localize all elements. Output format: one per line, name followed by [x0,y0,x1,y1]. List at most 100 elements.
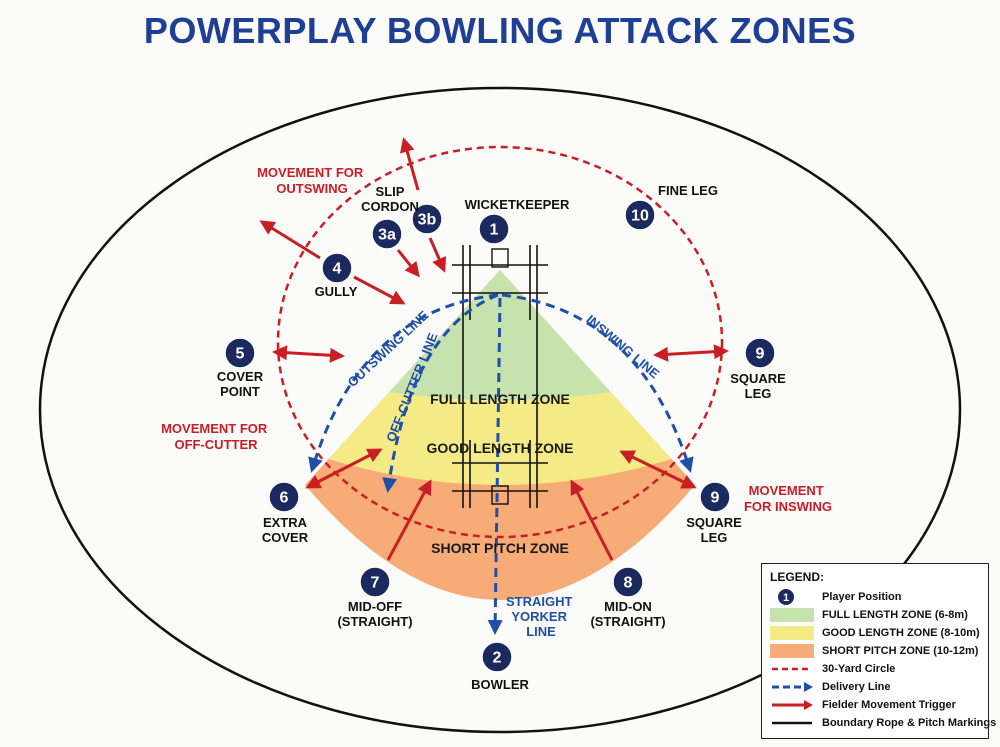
arrow-3b-down [428,237,447,273]
arrow-8 [570,479,614,561]
arrow-4-out [259,220,321,260]
movement-inswing-label: MOVEMENT FOR INSWING [744,483,832,514]
inswing-line-arrow [501,293,694,473]
thirty-yard-circle [276,145,724,539]
legend-item: SHORT PITCH ZONE (10-12m) [770,642,980,660]
player-number: 6 [280,490,289,507]
player-marker [224,337,256,369]
offcutter-line-arrow [382,293,499,493]
legend-item: Delivery Line [770,678,980,696]
player-number: 3a [378,227,396,244]
player-number: 2 [493,650,502,667]
player-label: BOWLER [471,677,529,692]
legend-text: Boundary Rope & Pitch Markings [822,717,997,729]
short-pitch-zone-label: SHORT PITCH ZONE [431,540,569,556]
legend-swatch [770,698,814,712]
legend-text: GOOD LENGTH ZONE (8-10m) [822,627,980,639]
svg-text:1: 1 [783,592,789,604]
legend-swatch [770,662,814,676]
player-p3b: 3b [411,203,443,235]
player-marker [371,218,403,250]
player-marker [481,641,513,673]
legend-item: Fielder Movement Trigger [770,696,980,714]
player-number: 5 [236,346,245,363]
stumps-keeper-end [491,248,509,268]
legend-item: GOOD LENGTH ZONE (8-10m) [770,624,980,642]
boundary-rope [38,86,962,734]
player-label: MID-ON(STRAIGHT) [590,599,665,629]
player-label: FINE LEG [658,183,718,198]
movement-offcutter-label: MOVEMENT FOR OFF-CUTTER [161,421,271,452]
legend-text: SHORT PITCH ZONE (10-12m) [822,645,979,657]
player-label: GULLY [315,284,358,299]
player-number: 1 [490,222,499,239]
yorker-line-arrow [487,297,503,635]
legend-title: LEGEND: [770,570,824,584]
legend-text: FULL LENGTH ZONE (6-8m) [822,609,968,621]
player-marker [411,203,443,235]
player-number: 3b [418,212,437,229]
player-marker [744,337,776,369]
page-title: POWERPLAY BOWLING ATTACK ZONES [143,10,857,51]
arrow-7 [386,479,432,561]
yorker-line-label: STRAIGHT YORKER LINE [506,594,576,639]
legend-swatch [770,626,814,640]
legend-swatch [770,644,814,658]
legend-text: 30-Yard Circle [822,663,896,675]
inswing-line-label: INSWING LINE [583,312,662,382]
player-number: 7 [371,575,380,592]
player-number: 9 [756,346,765,363]
player-label: WICKETKEEPER [465,197,570,212]
player-marker [699,481,731,513]
arrow-9-lower [619,450,697,489]
legend-swatch: 1 [770,589,814,605]
legend-item: 30-Yard Circle [770,660,980,678]
player-number: 4 [333,261,342,278]
player-marker [478,213,510,245]
arrow-4-in [353,275,406,305]
legend-swatch [770,608,814,622]
player-marker [612,566,644,598]
legend-swatch [770,680,814,694]
player-p3a: 3a [371,218,403,250]
arrow-6 [305,448,383,489]
legend-item: FULL LENGTH ZONE (6-8m) [770,606,980,624]
pitch-markings [452,245,548,508]
outswing-line-arrow [308,293,499,473]
stumps-bowler-end [491,485,509,505]
player-marker [268,481,300,513]
movement-outswing-label: MOVEMENT FOR OUTSWING [257,165,367,196]
legend-text: Delivery Line [822,681,891,693]
arrow-3a-down [396,249,420,278]
full-length-zone-label: FULL LENGTH ZONE [430,391,570,407]
legend-item: Boundary Rope & Pitch Markings [770,714,996,732]
player-p1: 1 WICKETKEEPER [465,197,570,245]
legend-text: Fielder Movement Trigger [822,699,956,711]
player-label: MID-OFF(STRAIGHT) [337,599,412,629]
good-length-zone-label: GOOD LENGTH ZONE [427,440,574,456]
player-marker [321,252,353,284]
player-marker [624,199,656,231]
legend-swatch [770,716,814,730]
player-marker [359,566,391,598]
player-number: 8 [624,575,633,592]
movement-arrows [259,137,729,561]
delivery-lines [308,293,694,635]
